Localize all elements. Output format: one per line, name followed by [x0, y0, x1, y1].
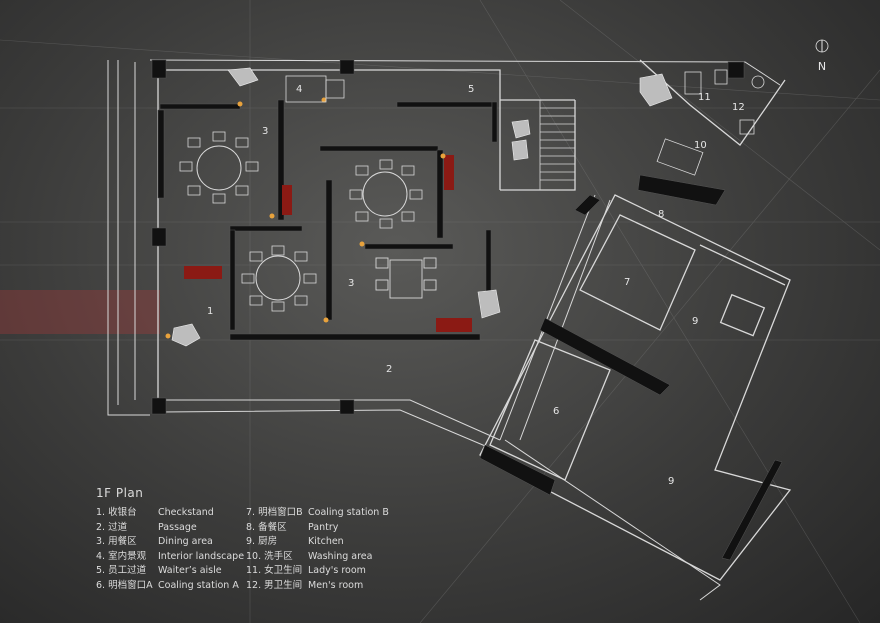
room-label-9a: 9: [692, 316, 698, 327]
kitchen-wing: [479, 194, 792, 581]
landscape-stones: [171, 67, 673, 347]
red-panels: [184, 155, 472, 332]
room-label-6: 6: [553, 406, 559, 417]
north-label: N: [818, 60, 826, 73]
room-label-11: 11: [698, 92, 711, 103]
room-label-10: 10: [694, 140, 707, 151]
walls: [151, 59, 783, 561]
room-label-3a: 3: [262, 126, 268, 137]
restroom-fixtures: [285, 69, 765, 176]
stairs: [539, 100, 575, 190]
room-label-9b: 9: [668, 476, 674, 487]
room-label-8: 8: [658, 209, 664, 220]
rect-table: [375, 257, 437, 299]
north-arrow: N: [815, 39, 829, 73]
room-labels: 1 2 3 3 4 5 6 7 8 9 9 10 11 12: [207, 84, 745, 487]
round-tables: [196, 145, 408, 301]
room-label-12: 12: [732, 102, 745, 113]
room-label-2: 2: [386, 364, 392, 375]
room-label-1: 1: [207, 306, 213, 317]
room-label-4: 4: [296, 84, 302, 95]
room-label-3b: 3: [348, 278, 354, 289]
outer-boundary: [107, 59, 781, 601]
plan-title: 1F Plan: [96, 486, 144, 500]
room-label-7: 7: [624, 277, 630, 288]
room-label-5: 5: [468, 84, 474, 95]
chairs: [179, 131, 423, 312]
entrance-glow: [0, 290, 160, 334]
